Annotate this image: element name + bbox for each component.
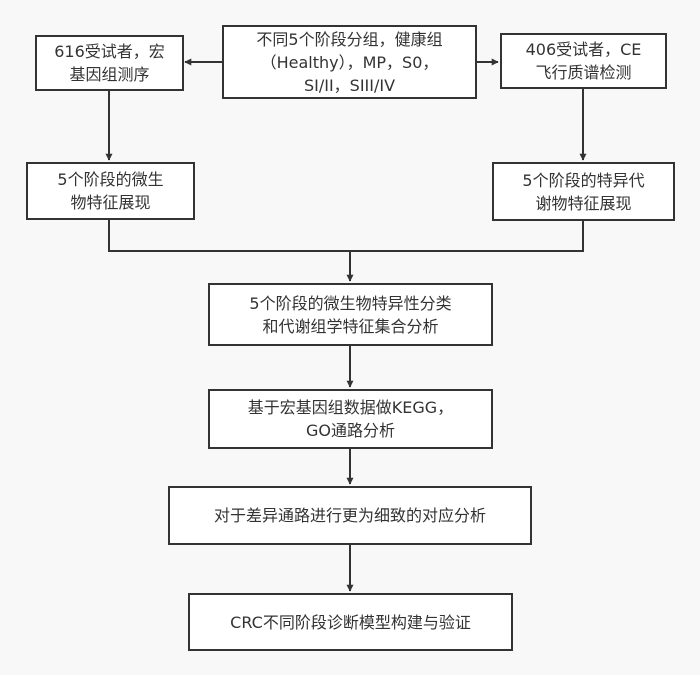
edge-microbe-features-to-merge [108,219,350,252]
node-metabolite-features-label: 5个阶段的特异代 谢物特征展现 [522,170,645,213]
node-ce-ms-detection: 406受试者，CE 飞行质谱检测 [500,33,667,89]
node-differential-pathways: 对于差异通路进行更为细致的对应分析 [168,486,532,545]
node-ce-ms-label: 406受试者，CE 飞行质谱检测 [525,40,642,82]
node-integrated-analysis-label: 5个阶段的微生物特异性分类 和代谢组学特征集合分析 [249,293,452,336]
node-pathway-analysis: 基于宏基因组数据做KEGG， GO通路分析 [208,389,493,449]
node-metagenome-sequencing: 616受试者，宏 基因组测序 [35,35,184,91]
node-metabolite-features: 5个阶段的特异代 谢物特征展现 [492,162,675,221]
node-microbe-features: 5个阶段的微生 物特征展现 [26,162,195,220]
node-microbe-features-label: 5个阶段的微生 物特征展现 [57,170,164,212]
edge-metabolite-features-to-merge [350,220,584,252]
node-differential-pathways-label: 对于差异通路进行更为细致的对应分析 [213,506,486,525]
node-groups: 不同5个阶段分组，健康组 （Healthy），MP，S0， SI/II，SIII… [222,25,477,99]
node-diagnostic-model: CRC不同阶段诊断模型构建与验证 [188,593,513,651]
node-integrated-analysis: 5个阶段的微生物特异性分类 和代谢组学特征集合分析 [208,283,493,346]
node-metagenome-label: 616受试者，宏 基因组测序 [54,42,165,84]
node-diagnostic-model-label: CRC不同阶段诊断模型构建与验证 [230,612,471,632]
node-groups-label: 不同5个阶段分组，健康组 （Healthy），MP，S0， SI/II，SIII… [256,29,443,95]
node-pathway-analysis-label: 基于宏基因组数据做KEGG， GO通路分析 [247,398,454,440]
